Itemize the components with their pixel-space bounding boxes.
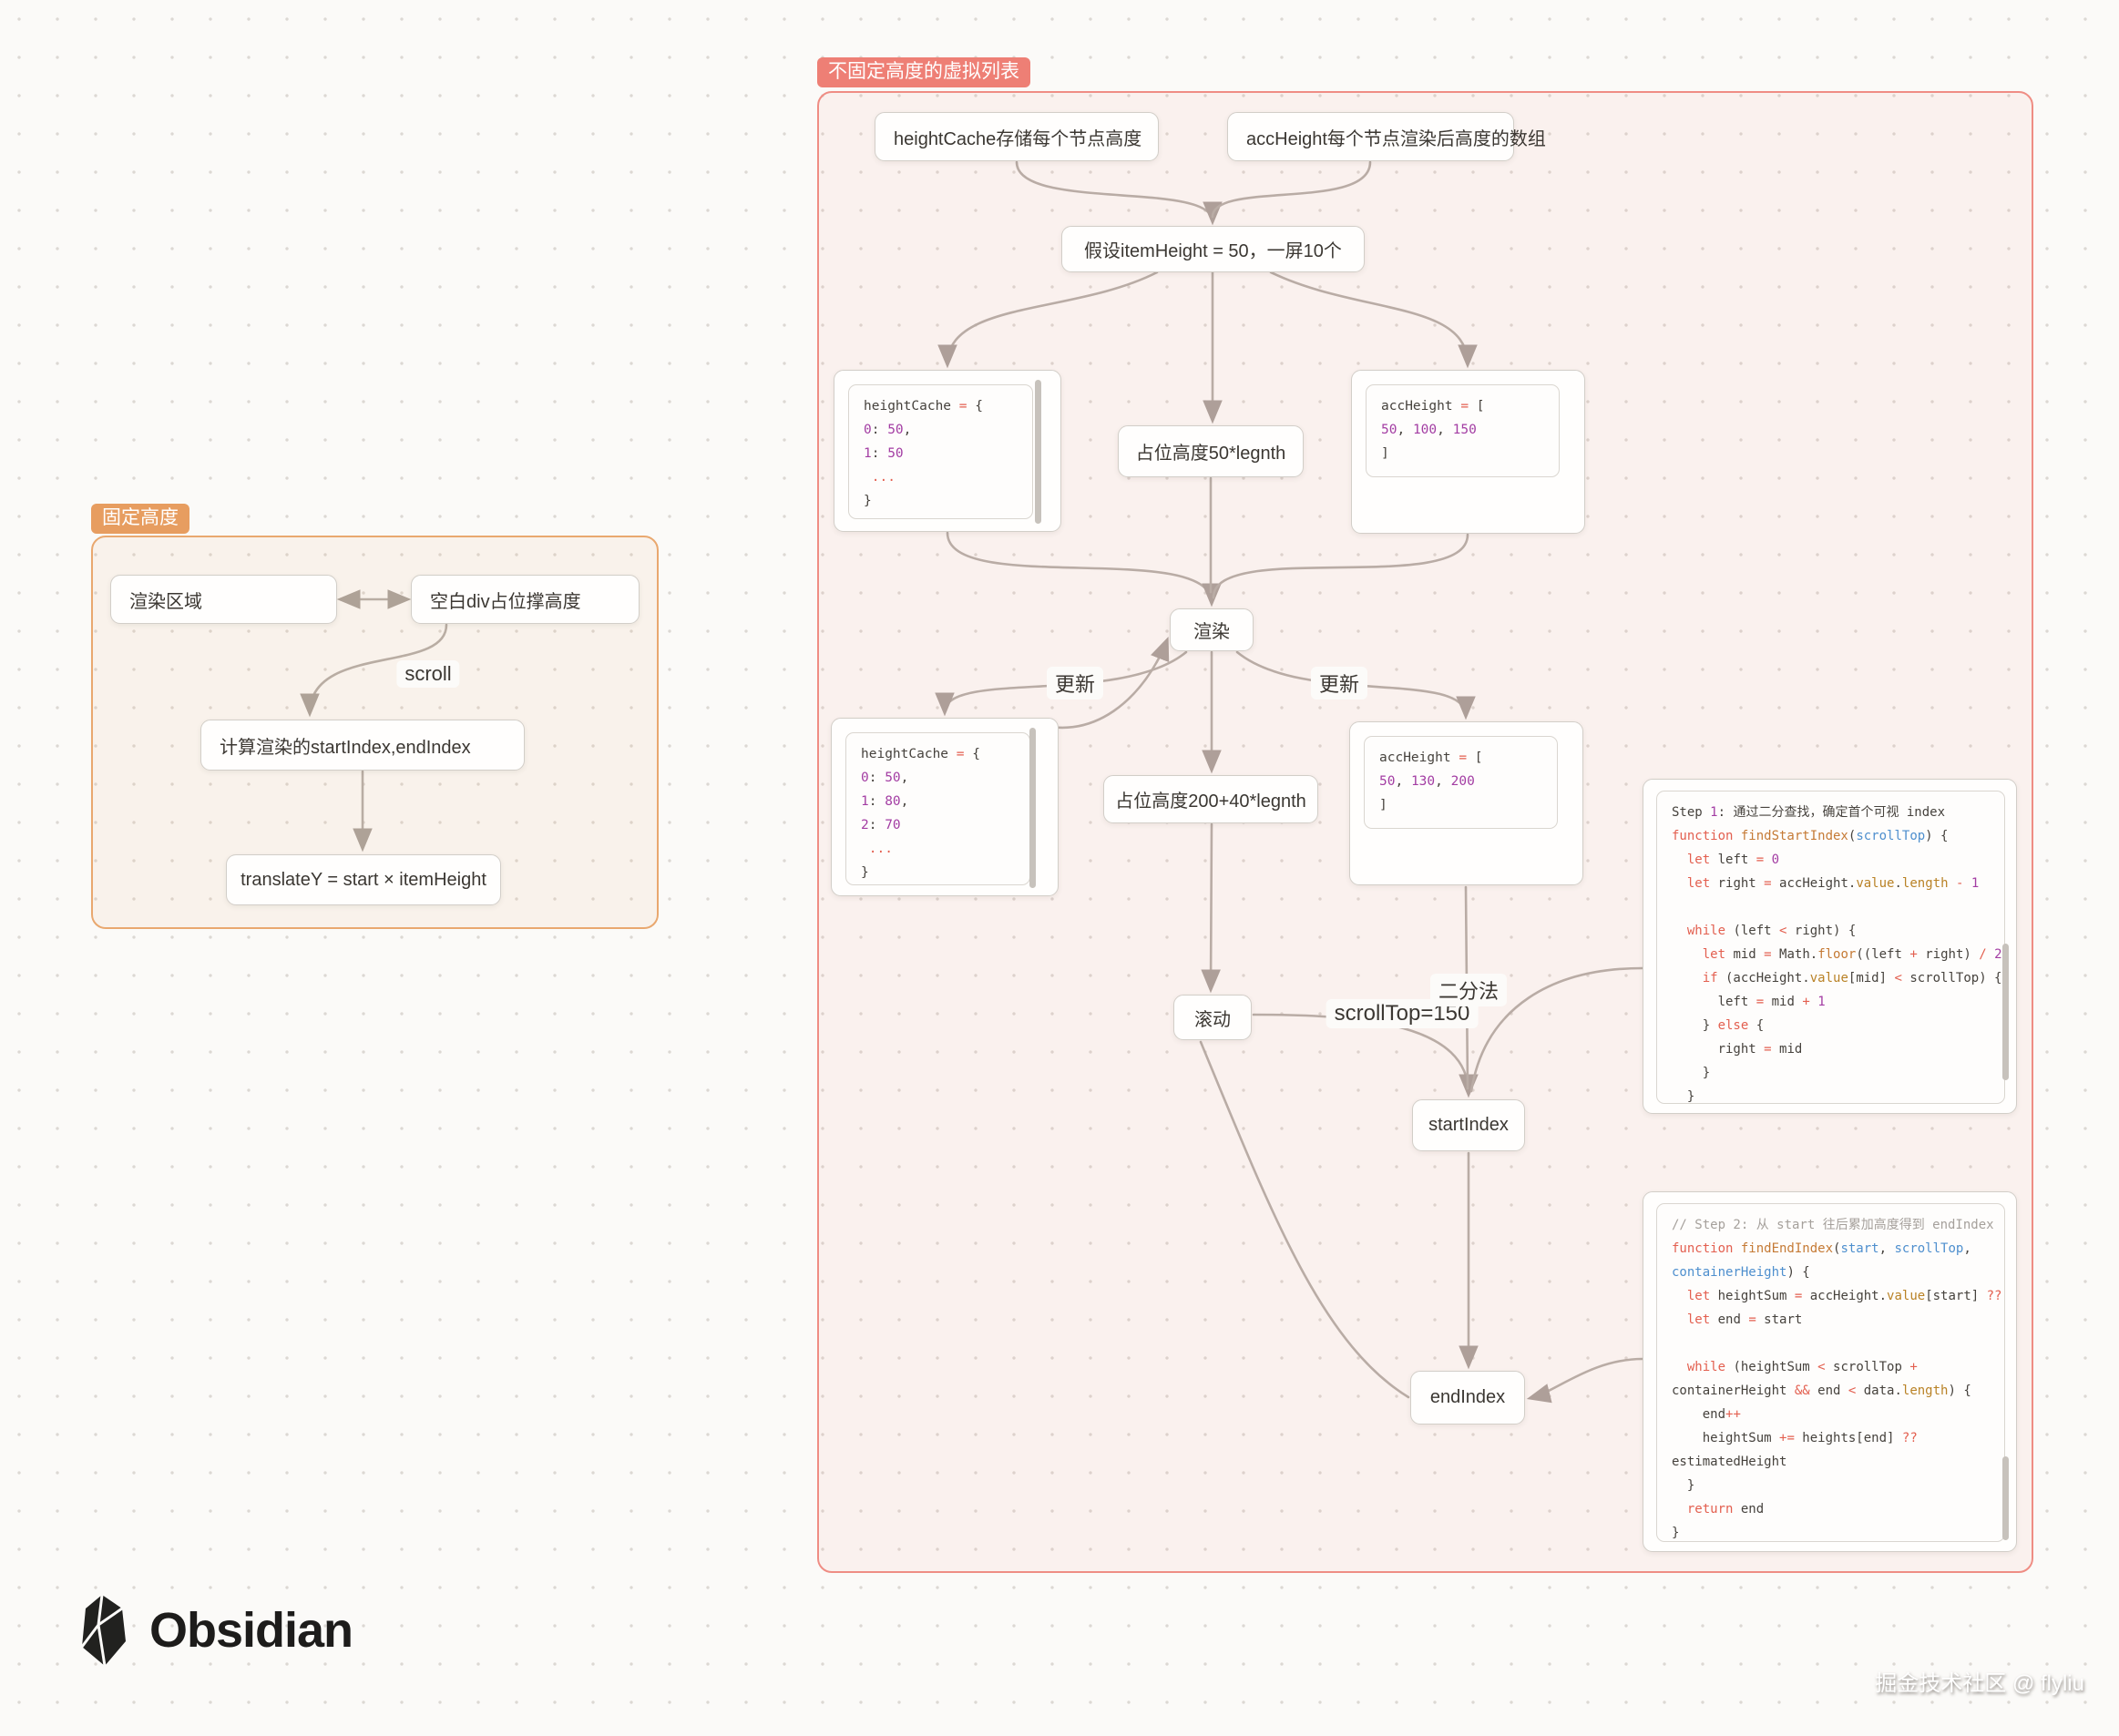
codeblock-accheight-2: accHeight = [50, 130, 200] (1364, 736, 1558, 829)
obsidian-logo-text: Obsidian (149, 1603, 353, 1658)
edge-label-update-right: 更新 (1310, 667, 1368, 700)
obsidian-rock-icon (80, 1594, 126, 1667)
edge-label-update-left: 更新 (1046, 667, 1104, 700)
heightcache-1-scrollbar[interactable] (1035, 380, 1041, 524)
node-placeholder-50[interactable]: 占位高度50*legnth (1118, 425, 1304, 477)
group-fixed-height-label[interactable]: 固定高度 (91, 504, 189, 534)
node-assumption[interactable]: 假设itemHeight = 50，一屏10个 (1061, 226, 1365, 272)
edge-label-binary-search: 二分法 (1429, 974, 1508, 1006)
codeblock-heightcache-2: heightCache = {0: 50,1: 80,2: 70 ...} (845, 732, 1030, 885)
watermark: 掘金技术社区 @ flyliu (1875, 1671, 2084, 1696)
node-heightcache-2[interactable]: heightCache = {0: 50,1: 80,2: 70 ...} (831, 718, 1059, 896)
heightcache-2-scrollbar[interactable] (1029, 728, 1036, 888)
edge-label-scroll: scroll (396, 660, 460, 688)
node-render-area[interactable]: 渲染区域 (110, 575, 337, 624)
node-placeholder-200[interactable]: 占位高度200+40*legnth (1103, 775, 1318, 823)
node-accheight-1[interactable]: accHeight = [50, 100, 150] (1351, 370, 1585, 534)
node-calc-index[interactable]: 计算渲染的startIndex,endIndex (200, 720, 525, 771)
node-render[interactable]: 渲染 (1170, 608, 1254, 651)
group-dynamic-height-label[interactable]: 不固定高度的虚拟列表 (817, 57, 1030, 87)
node-scroll[interactable]: 滚动 (1173, 995, 1252, 1040)
codeblock-heightcache-1: heightCache = {0: 50,1: 50 ...} (848, 384, 1033, 519)
obsidian-logo: Obsidian (75, 1594, 353, 1667)
step1-scrollbar[interactable] (2002, 944, 2009, 1080)
node-end-index[interactable]: endIndex (1410, 1371, 1525, 1425)
node-translate-y[interactable]: translateY = start × itemHeight (226, 854, 501, 905)
node-start-index[interactable]: startIndex (1412, 1099, 1525, 1151)
step2-scrollbar[interactable] (2002, 1456, 2009, 1540)
node-accheight-2[interactable]: accHeight = [50, 130, 200] (1349, 721, 1583, 885)
node-accheight-desc[interactable]: accHeight每个节点渲染后高度的数组 (1227, 112, 1546, 161)
node-blank-div[interactable]: 空白div占位撑高度 (411, 575, 640, 624)
codeblock-accheight-1: accHeight = [50, 100, 150] (1366, 384, 1560, 477)
node-heightcache-1[interactable]: heightCache = {0: 50,1: 50 ...} (834, 370, 1061, 532)
node-heightcache-desc[interactable]: heightCache存储每个节点高度 (875, 112, 1159, 161)
